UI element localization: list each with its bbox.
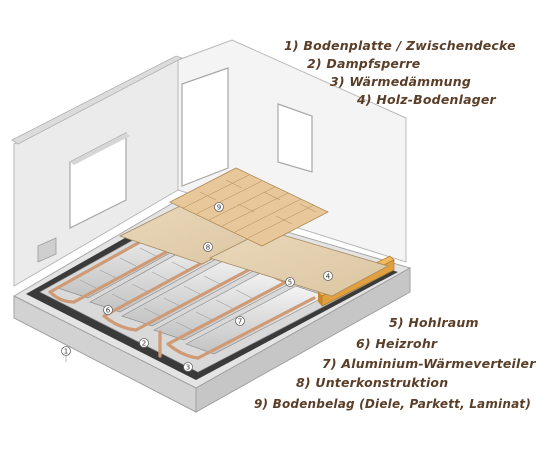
legend-item-5: 5) Hohlraum <box>389 315 479 330</box>
marker-8-label: 8 <box>206 244 210 252</box>
marker-7: 7 <box>235 316 245 326</box>
marker-4-label: 4 <box>326 273 331 281</box>
left-wall-top <box>11 55 184 145</box>
marker-8: 8 <box>203 242 213 252</box>
door-opening <box>181 67 229 187</box>
legend-item-6: 6) Heizrohr <box>356 336 438 351</box>
marker-1-label: 1 <box>64 348 68 356</box>
right-window <box>277 103 313 173</box>
marker-4: 4 <box>323 271 333 281</box>
marker-2-label: 2 <box>142 340 146 348</box>
marker-7-label: 7 <box>238 318 242 326</box>
wall-vent <box>37 237 57 263</box>
marker-3-label: 3 <box>186 364 190 372</box>
legend-item-8: 8) Unterkonstruktion <box>296 375 449 390</box>
marker-6: 6 <box>103 305 113 315</box>
left-window-reveal <box>70 133 130 165</box>
legend-item-4: 4) Holz-Bodenlager <box>357 92 496 107</box>
legend-item-9: 9) Bodenbelag (Diele, Parkett, Laminat) <box>254 397 532 411</box>
legend-item-3: 3) Wärmedämmung <box>330 74 471 89</box>
marker-9-label: 9 <box>217 204 221 212</box>
marker-5: 5 <box>285 277 295 287</box>
slab-front-right <box>195 267 411 413</box>
legend-item-2: 2) Dampfsperre <box>307 56 421 71</box>
marker-3: 3 <box>183 362 193 372</box>
marker-5-label: 5 <box>288 279 292 287</box>
marker-2: 2 <box>139 338 149 348</box>
parquet-covering <box>169 167 329 247</box>
callout-markers: 1 2 3 4 5 6 7 8 <box>61 202 333 372</box>
distributor-ribs <box>79 247 253 331</box>
marker-1: 1 <box>61 346 71 362</box>
marker-9: 9 <box>214 202 224 212</box>
marker-6-label: 6 <box>106 307 111 315</box>
legend-item-1: 1) Bodenplatte / Zwischendecke <box>284 38 516 53</box>
legend-item-7: 7) Aluminium-Wärmeverteiler <box>322 356 536 371</box>
